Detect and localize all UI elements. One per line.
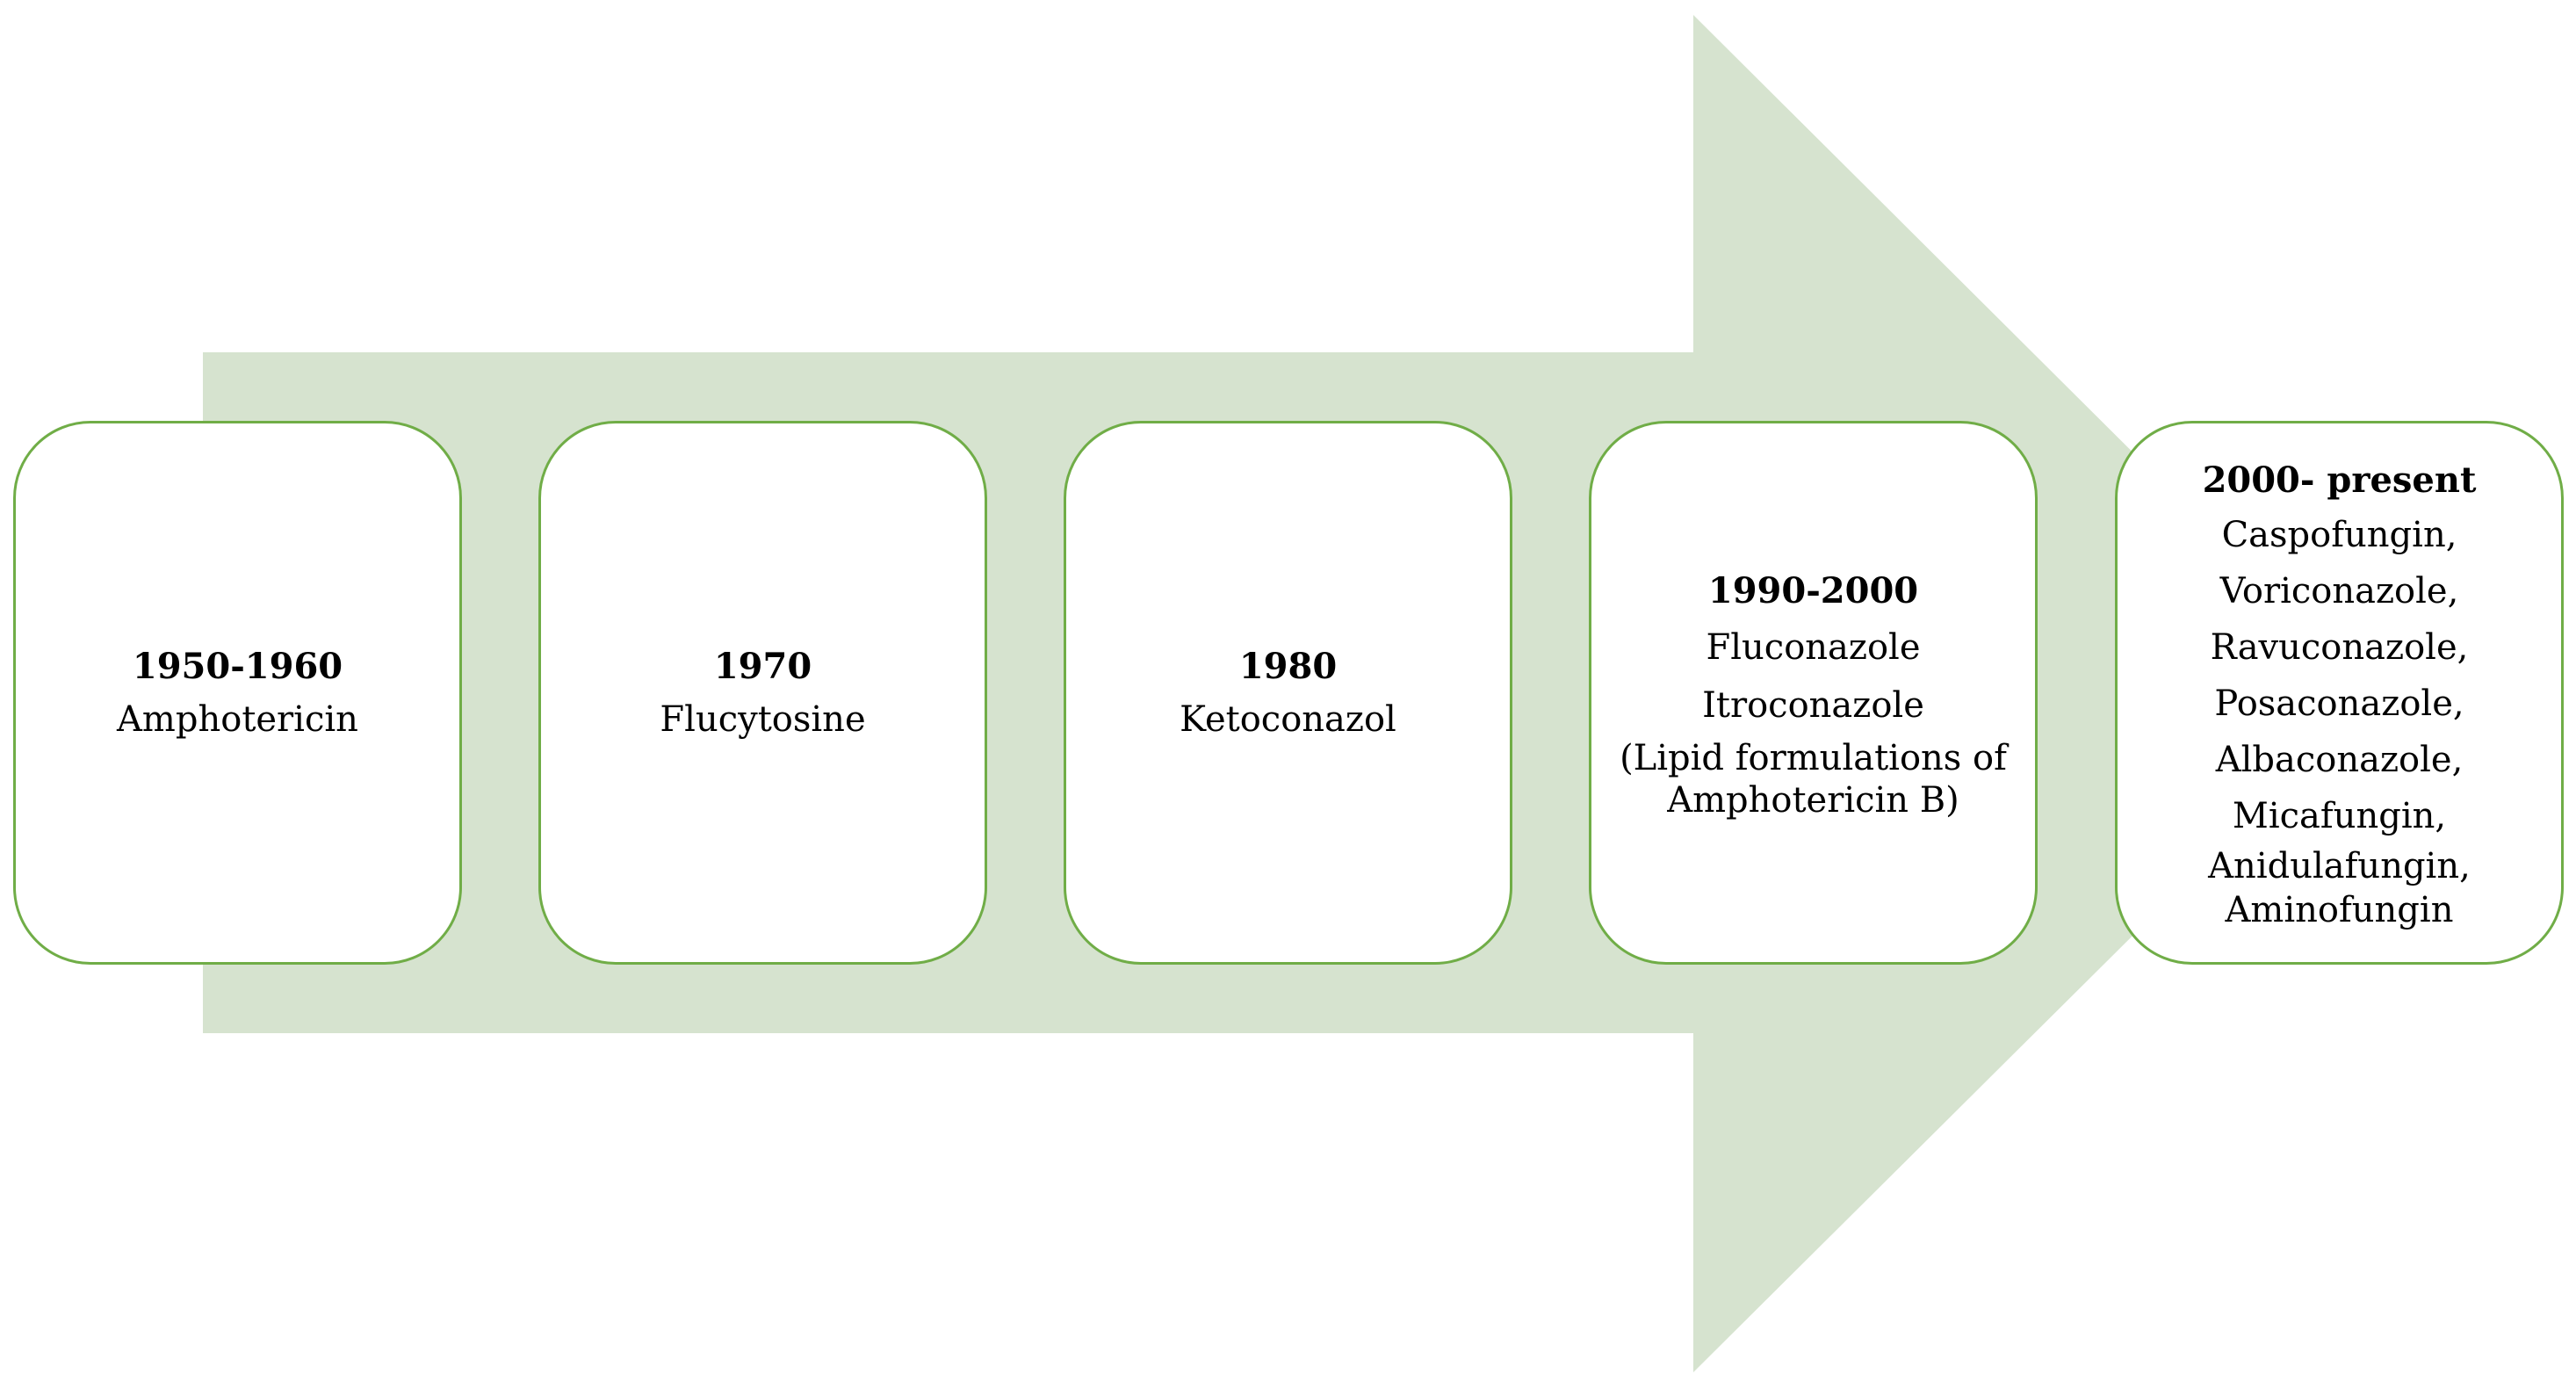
drug-label: Anidulafungin, <box>2208 845 2471 886</box>
period-label: 1980 <box>1238 645 1338 687</box>
drug-label: Itroconazole <box>1702 684 1924 726</box>
period-label: 2000- present <box>2202 459 2477 501</box>
drug-label: Flucytosine <box>660 698 866 740</box>
period-label: 1950-1960 <box>132 645 343 687</box>
drug-label: Aminofungin <box>2225 889 2454 930</box>
timeline-box-1950-1960: 1950-1960 Amphotericin <box>13 421 462 965</box>
note-line: Amphotericin B) <box>1667 779 1959 821</box>
drug-label: Amphotericin <box>117 698 358 740</box>
period-label: 1990-2000 <box>1707 569 1919 611</box>
drug-label: Ravuconazole, <box>2210 626 2469 668</box>
drug-label: Voriconazole, <box>2219 570 2459 611</box>
drug-label: Posaconazole, <box>2214 683 2464 724</box>
timeline-box-1990-2000: 1990-2000 Fluconazole Itroconazole (Lipi… <box>1589 421 2038 965</box>
drug-label: Albaconazole, <box>2215 739 2464 780</box>
period-label: 1970 <box>713 645 812 687</box>
note-label: (Lipid formulations of Amphotericin B) <box>1620 737 2007 821</box>
note-line: (Lipid formulations of <box>1620 737 2007 778</box>
drug-label: Micafungin, <box>2232 795 2447 836</box>
timeline-box-1970: 1970 Flucytosine <box>538 421 987 965</box>
timeline-box-1980: 1980 Ketoconazol <box>1064 421 1512 965</box>
drug-label: Ketoconazol <box>1180 698 1396 740</box>
timeline-box-2000-present: 2000- present Caspofungin, Voriconazole,… <box>2115 421 2564 965</box>
drug-label: Caspofungin, <box>2221 514 2457 555</box>
drug-label: Fluconazole <box>1706 626 1921 668</box>
